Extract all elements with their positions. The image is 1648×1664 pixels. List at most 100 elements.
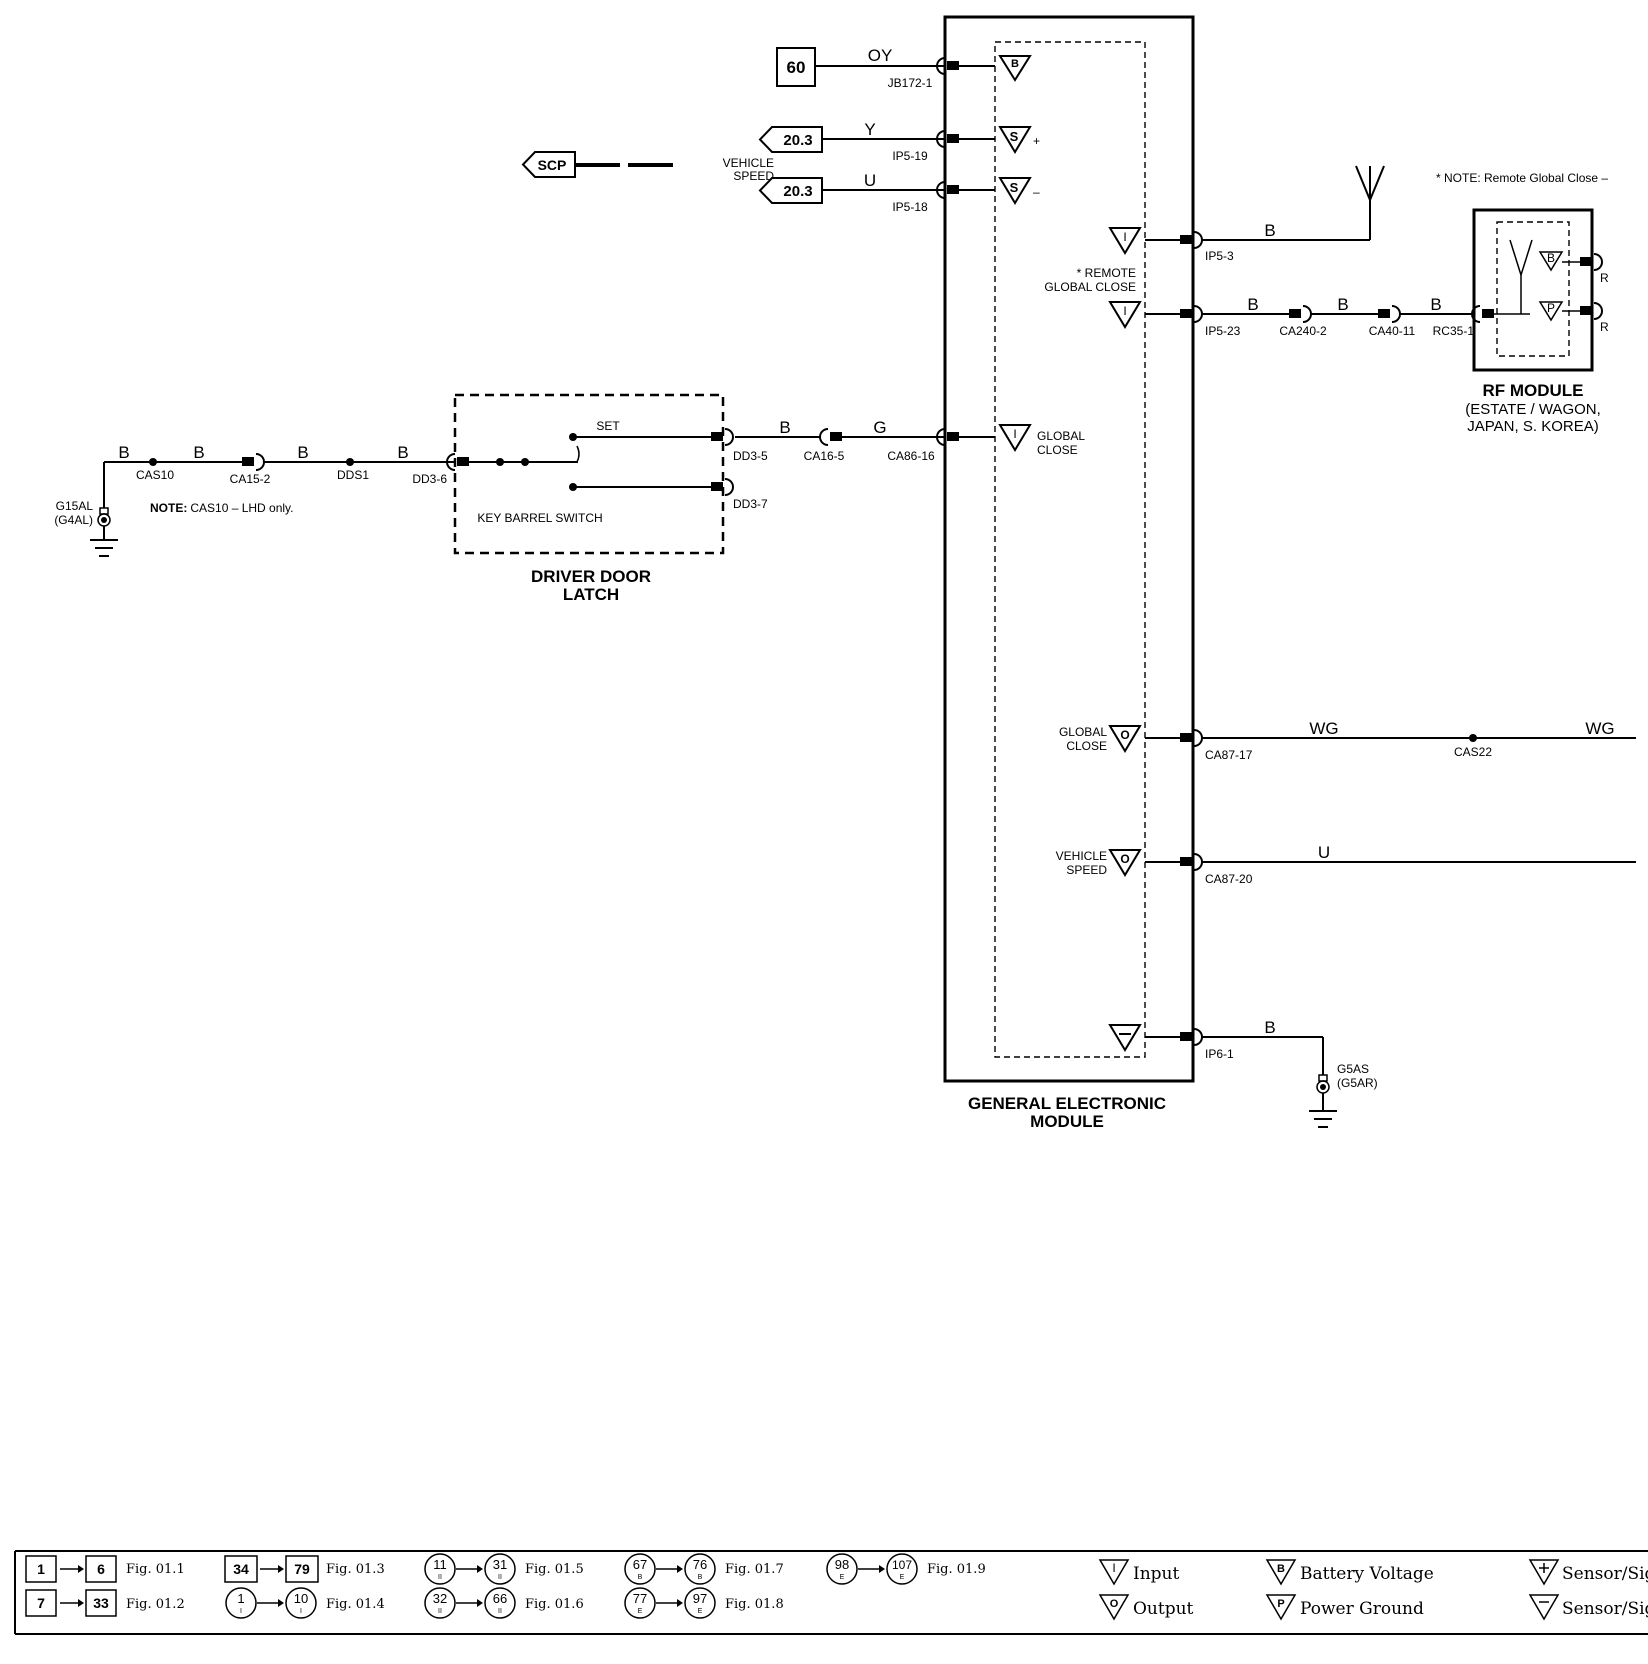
connector-ip6-1: IP6-1: [1205, 1047, 1234, 1061]
wire-color-b-ground: B: [1264, 1018, 1275, 1037]
svg-text:E: E: [638, 1608, 643, 1615]
module-title-line1: GENERAL ELECTRONIC: [968, 1094, 1166, 1113]
svg-text:Fig. 01.1: Fig. 01.1: [126, 1562, 185, 1577]
connector-ca15-2: CA15-2: [230, 472, 271, 486]
rf-battery-voltage-icon: B: [1538, 251, 1564, 272]
output-icon: O: [1108, 849, 1142, 877]
connector-dd3-5: DD3-5: [733, 449, 768, 463]
svg-text:P: P: [1547, 301, 1555, 315]
svg-text:Power Ground: Power Ground: [1300, 1599, 1424, 1619]
vehicle-speed-plus-circuit: 20.3 Y IP5-19 S +: [758, 120, 1040, 163]
legend-fig-01-4: 1 I 10 I Fig. 01.4: [225, 1587, 385, 1619]
connector-dds1: DDS1: [337, 468, 369, 482]
legend-output: O Output: [1098, 1594, 1194, 1621]
ground-g5ar: (G5AR): [1337, 1076, 1378, 1090]
svg-text:77: 77: [633, 1591, 647, 1606]
ground-g4al: (G4AL): [54, 513, 93, 527]
legend-fig-01-7: 67 B 76 B Fig. 01.7: [624, 1553, 784, 1585]
legend-fig-01-5: 11 II 31 II Fig. 01.5: [424, 1553, 584, 1585]
ref-20-3-a: 20.3: [783, 132, 812, 149]
svg-text:79: 79: [294, 1561, 310, 1577]
svg-text:67: 67: [633, 1557, 647, 1572]
remote-gc-label-2: GLOBAL CLOSE: [1044, 280, 1136, 294]
svg-text:I: I: [300, 1608, 302, 1615]
battery-voltage-icon: B: [998, 55, 1032, 82]
svg-text:O: O: [1120, 852, 1129, 866]
wire-color-u-speed: U: [864, 171, 876, 190]
wire-color-oy: OY: [868, 46, 893, 65]
wire-color-b-g4: B: [397, 443, 408, 462]
sensor-signal-minus-icon: S –: [998, 177, 1040, 205]
svg-text:Fig. 01.5: Fig. 01.5: [525, 1562, 584, 1577]
svg-text:I: I: [240, 1608, 242, 1615]
module-title-line2: MODULE: [1030, 1112, 1104, 1131]
global-close-out-label-2: CLOSE: [1066, 739, 1107, 753]
vehicle-speed-label-1: VEHICLE: [723, 156, 774, 170]
svg-text:Sensor/Sig: Sensor/Sig: [1562, 1564, 1648, 1584]
legend-input: I Input: [1098, 1559, 1179, 1586]
scp-network-ref: SCP: [521, 151, 673, 178]
svg-text:Sensor/Sig: Sensor/Sig: [1562, 1599, 1648, 1619]
svg-text:S: S: [1010, 180, 1019, 195]
rf-module: * NOTE: Remote Global Close – B R P R RF…: [1436, 171, 1609, 435]
input-icon: I: [998, 424, 1032, 452]
svg-text:Battery Voltage: Battery Voltage: [1300, 1564, 1434, 1584]
wire-color-b-g1: B: [118, 443, 129, 462]
svg-text:Fig. 01.2: Fig. 01.2: [126, 1597, 185, 1612]
rf-antenna-icon: [1509, 239, 1533, 314]
battery-feed-circuit: 60 OY JB172-1 B: [776, 46, 1032, 90]
legend-fig-01-9: 98 E 107 E Fig. 01.9: [826, 1553, 986, 1585]
global-close-out-label-1: GLOBAL: [1059, 725, 1107, 739]
svg-text:Input: Input: [1133, 1564, 1179, 1584]
svg-text:O: O: [1120, 728, 1129, 742]
connector-dd3-7: DD3-7: [733, 497, 768, 511]
driver-door-latch-label-1: DRIVER DOOR: [531, 567, 651, 586]
rf-power-ground-icon: P: [1538, 301, 1564, 322]
svg-text:Fig. 01.9: Fig. 01.9: [927, 1562, 986, 1577]
connector-ca86-16: CA86-16: [887, 449, 935, 463]
connector-ip5-18: IP5-18: [892, 200, 928, 214]
svg-text:6: 6: [97, 1561, 105, 1577]
wire-color-b-antenna: B: [1264, 221, 1275, 240]
connector-rc35-1: RC35-1: [1433, 324, 1475, 338]
ground-g15al: G15AL: [56, 499, 94, 513]
left-chassis-ground-icon: [90, 539, 118, 557]
wire-color-g: G: [873, 418, 886, 437]
connector-dd3-6: DD3-6: [412, 472, 447, 486]
wire-color-b-rgc-3: B: [1430, 295, 1441, 314]
svg-text:II: II: [438, 1608, 442, 1615]
svg-text:B: B: [1011, 58, 1019, 70]
global-close-output-circuit: GLOBAL CLOSE O WG CAS22 WG CA87-17: [1059, 719, 1636, 762]
svg-text:–: –: [1033, 185, 1040, 199]
chassis-ground-icon: [1309, 1110, 1337, 1128]
legend-battery-voltage: B Battery Voltage: [1265, 1559, 1434, 1586]
connector-ip5-3: IP5-3: [1205, 249, 1234, 263]
svg-text:Fig. 01.3: Fig. 01.3: [326, 1562, 385, 1577]
legend-sensor-signal-plus: Sensor/Sig: [1528, 1559, 1648, 1586]
svg-text:+: +: [1033, 134, 1040, 148]
wire-color-wg-1: WG: [1309, 719, 1338, 738]
legend: 1 6 Fig. 01.1 7 33 Fig. 01.2 34 79 Fig. …: [14, 1550, 1648, 1635]
connector-ca40-11: CA40-11: [1369, 324, 1416, 338]
svg-text:I: I: [1112, 1561, 1115, 1575]
vehicle-speed-label-2: SPEED: [733, 169, 774, 183]
rf-connector-2: R: [1600, 320, 1609, 334]
svg-text:E: E: [840, 1574, 845, 1581]
svg-text:76: 76: [693, 1557, 707, 1572]
svg-text:Fig. 01.4: Fig. 01.4: [326, 1597, 385, 1612]
vehicle-speed-output-circuit: VEHICLE SPEED O U CA87-20: [1056, 843, 1636, 886]
svg-text:32: 32: [433, 1591, 447, 1606]
legend-sensor-signal-minus: Sensor/Sig: [1528, 1594, 1648, 1621]
svg-text:B: B: [1277, 1563, 1285, 1575]
svg-text:7: 7: [37, 1595, 45, 1611]
wire-color-b-rgc-2: B: [1337, 295, 1348, 314]
input-icon: I: [1108, 227, 1142, 255]
legend-fig-01-3: 34 79 Fig. 01.3: [224, 1555, 385, 1583]
connector-ca87-17: CA87-17: [1205, 748, 1253, 762]
fuse-ref-60-label: 60: [787, 58, 806, 77]
svg-text:S: S: [1010, 129, 1019, 144]
note-cas10: NOTE:CAS10 – LHD only.: [150, 501, 294, 515]
driver-door-latch-label-2: LATCH: [563, 585, 619, 604]
splice-dds1: [346, 458, 354, 466]
